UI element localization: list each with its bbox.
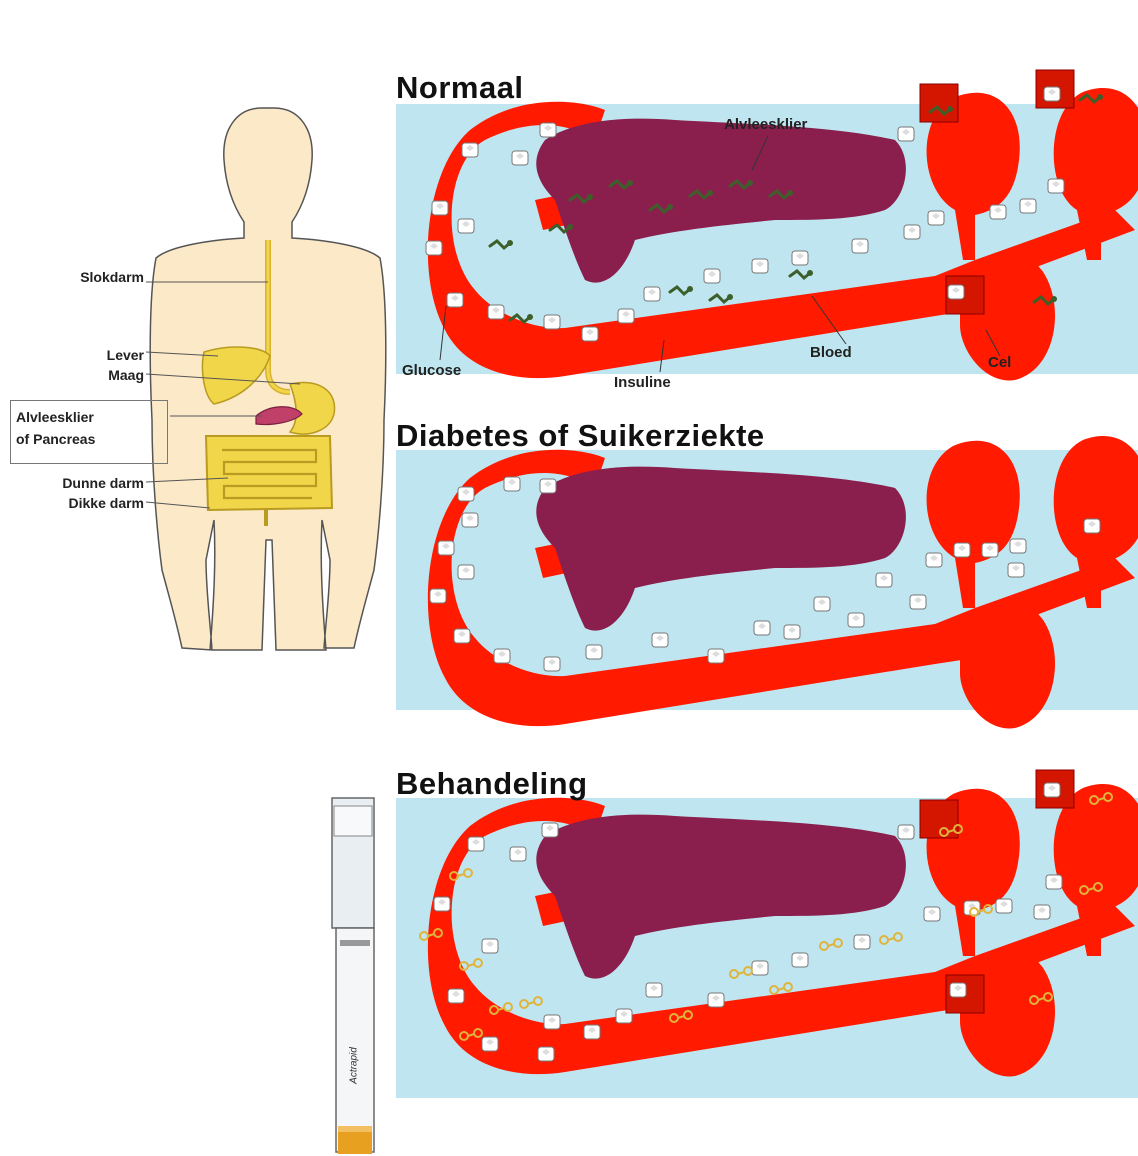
title-diabetes: Diabetes of Suikerziekte (396, 418, 765, 454)
label-glucose: Glucose (402, 362, 461, 380)
label-insuline: Insuline (614, 374, 671, 392)
title-normaal: Normaal (396, 70, 524, 106)
label-alvleesklier-diagram: Alvleesklier (724, 116, 807, 134)
label-cel: Cel (988, 354, 1011, 372)
label-bloed: Bloed (810, 344, 852, 362)
title-behandeling: Behandeling (396, 766, 588, 802)
